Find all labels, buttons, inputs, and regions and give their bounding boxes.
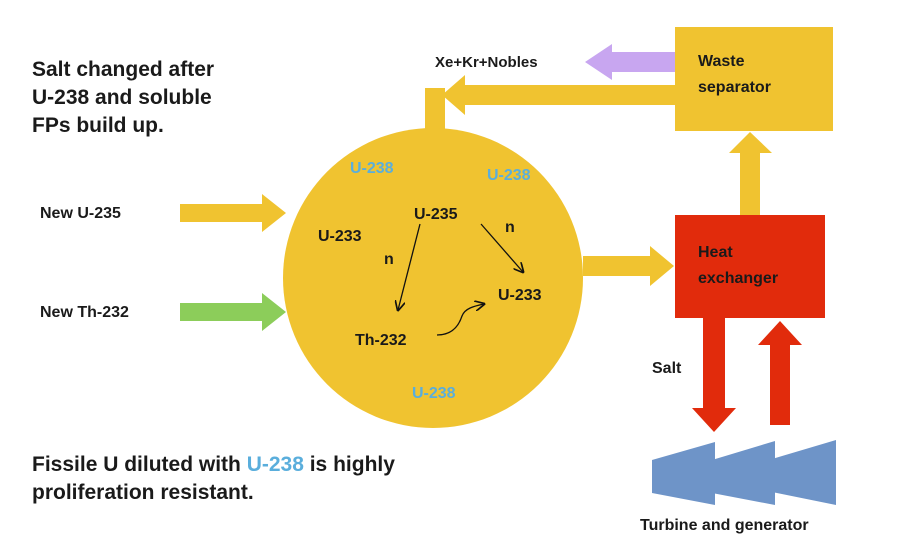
heat-exchanger-label: Heat exchanger xyxy=(698,240,778,292)
neutron-label: n xyxy=(384,251,394,268)
u235-input-arrow xyxy=(180,194,286,232)
waste-separator-label: Waste separator xyxy=(698,49,771,101)
th232-input-arrow xyxy=(180,293,286,331)
salt-note: Salt changed after U-238 and soluble FPs… xyxy=(32,56,214,140)
core-to-hx-arrow xyxy=(583,246,674,286)
waste-separator-box xyxy=(675,27,833,131)
salt-note-line: FPs build up. xyxy=(32,114,164,137)
hx-label-line: exchanger xyxy=(698,270,779,287)
new-th232-label: New Th-232 xyxy=(40,304,129,321)
th232-to-u233-arrow xyxy=(436,304,484,336)
return-pipe-stem xyxy=(425,88,445,138)
note-highlight: U-238 xyxy=(246,453,304,476)
turbine-label: Turbine and generator xyxy=(640,517,809,534)
hx-to-waste-arrow xyxy=(729,132,772,215)
salt-label: Salt xyxy=(652,360,682,377)
waste-label-line: separator xyxy=(698,79,771,96)
u238-label: U-238 xyxy=(487,167,531,184)
u235-to-u233-arrow xyxy=(480,223,523,272)
salt-down-arrow xyxy=(692,318,736,432)
return-arrow xyxy=(442,75,675,115)
proliferation-note: Fissile U diluted with U-238 is highly p… xyxy=(32,451,395,507)
waste-label-line: Waste xyxy=(698,53,745,70)
u235-label: U-235 xyxy=(414,206,458,223)
salt-up-arrow xyxy=(758,321,802,425)
u238-label: U-238 xyxy=(412,385,456,402)
offgas-arrow xyxy=(585,44,675,80)
proliferation-note-line: Fissile U diluted with U-238 is highly xyxy=(32,451,395,479)
new-u235-label: New U-235 xyxy=(40,205,121,222)
u233-product-label: U-233 xyxy=(498,287,542,304)
u233-label: U-233 xyxy=(318,228,362,245)
heat-exchanger-box xyxy=(675,215,825,318)
offgas-label: Xe+Kr+Nobles xyxy=(435,54,538,71)
note-text: is highly xyxy=(303,453,395,476)
note-text: Fissile U diluted with xyxy=(32,453,247,476)
salt-note-line: U-238 and soluble xyxy=(32,86,212,109)
salt-note-line: Salt changed after xyxy=(32,58,215,81)
u238-label: U-238 xyxy=(350,160,394,177)
u235-to-th232-arrow xyxy=(398,223,421,310)
neutron-label: n xyxy=(505,219,515,236)
turbine-icon xyxy=(652,440,836,505)
reactor-core xyxy=(283,128,583,428)
hx-label-line: Heat xyxy=(698,244,733,261)
th232-label: Th-232 xyxy=(355,332,407,349)
proliferation-note-line: proliferation resistant. xyxy=(32,481,254,504)
